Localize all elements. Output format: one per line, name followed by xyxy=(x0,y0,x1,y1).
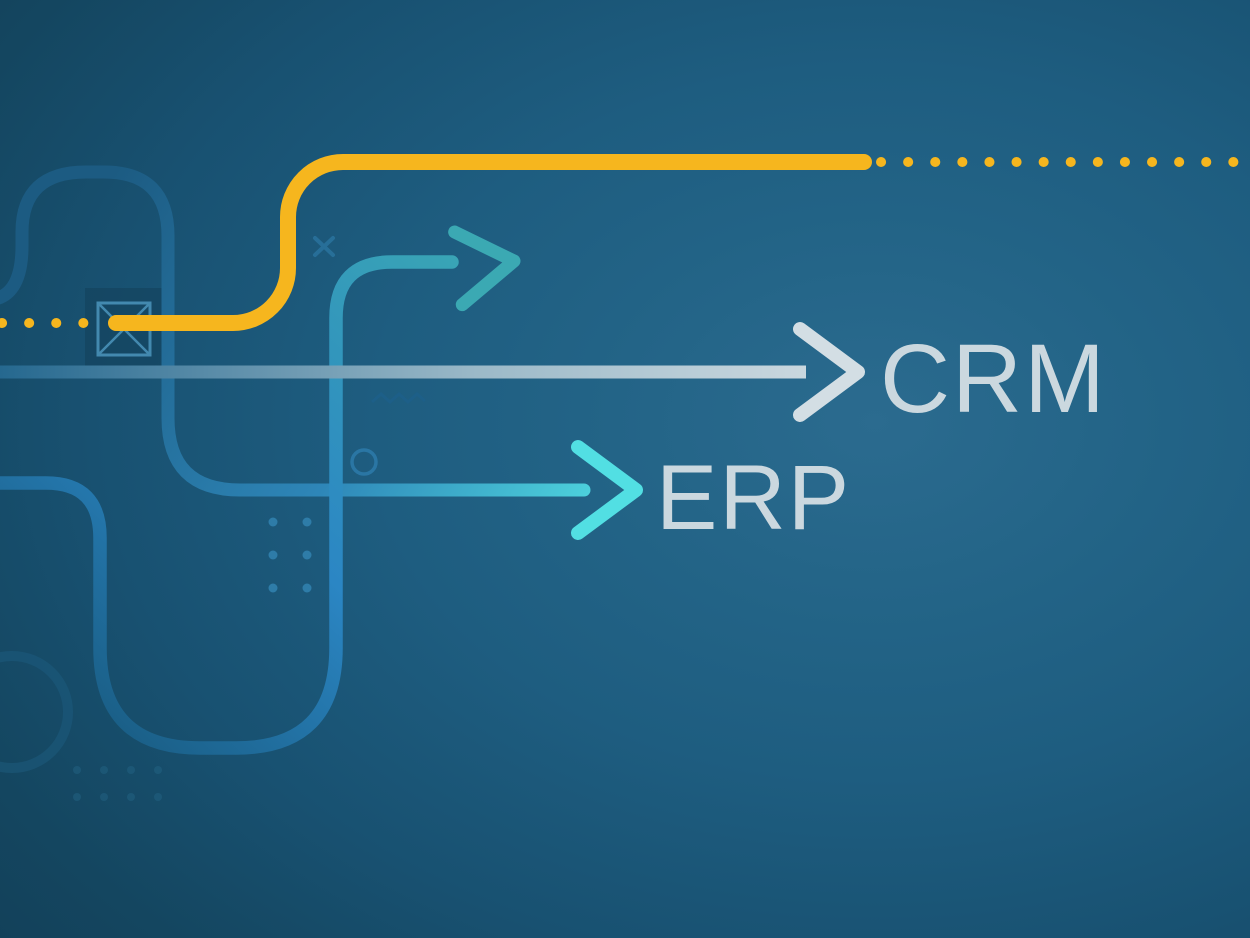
erp-arrowhead-icon xyxy=(571,440,643,540)
curved-arrowhead-icon xyxy=(448,225,521,312)
erp-label: ERP xyxy=(656,447,852,549)
x-mark-icon xyxy=(313,236,335,257)
erp-circuit-path xyxy=(0,165,591,497)
faint-circle-icon xyxy=(0,651,73,773)
circle-icon xyxy=(350,448,378,476)
squiggle-icon xyxy=(371,391,426,405)
yellow-flow-line xyxy=(108,154,872,331)
faint-dot-grid-icon xyxy=(73,766,162,801)
crm-arrowhead-icon xyxy=(793,322,865,422)
crm-label: CRM xyxy=(880,324,1107,433)
circuit-loop-path xyxy=(0,255,459,755)
dot-grid-icon xyxy=(268,517,312,593)
